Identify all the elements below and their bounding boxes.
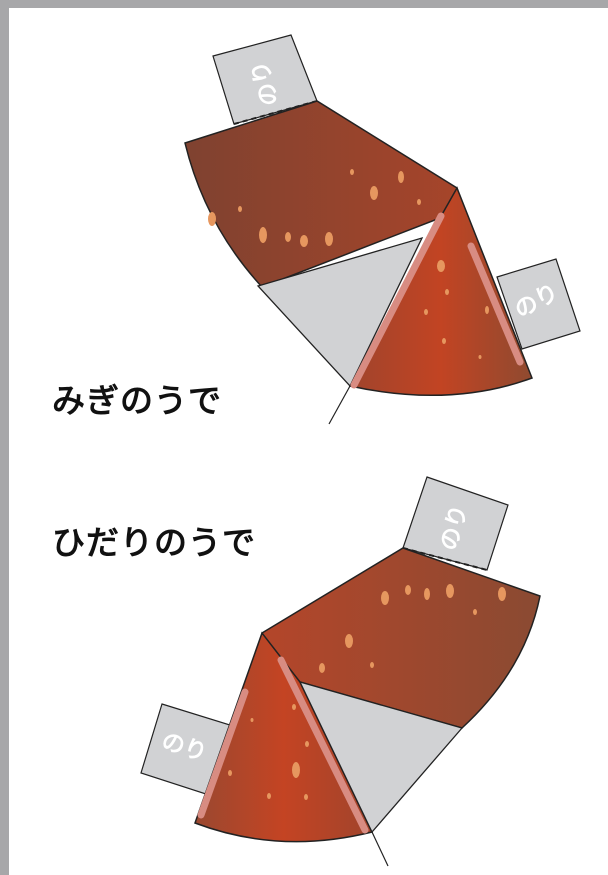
left-arm-cut-out (298, 680, 464, 834)
right-arm-cut-out (256, 236, 424, 388)
left-arm-glue-tab-top: のり (402, 476, 509, 571)
left-arm-piece: のり のり (140, 476, 541, 867)
right-arm-glue-tab-top: のり (212, 34, 318, 125)
right-arm-guide-line (328, 385, 351, 425)
right-arm-forearm (348, 186, 533, 397)
left-arm-title: ひだりのうで (52, 523, 256, 562)
left-arm-spots (228, 584, 506, 800)
right-arm-glue-tab-right: のり (496, 258, 581, 350)
right-arm-piece: のり のり (184, 34, 581, 425)
right-arm-spots (208, 169, 489, 359)
left-arm-glue-tab-left: のり (140, 703, 231, 797)
right-arm-fold-band (350, 212, 445, 389)
right-arm-title: みぎのうで (52, 381, 222, 420)
left-arm-forearm (194, 631, 374, 843)
page-frame-top (0, 0, 608, 8)
right-arm-fold-band (467, 242, 524, 366)
left-arm-fold-band (197, 688, 249, 819)
left-arm-guide-line (371, 831, 389, 867)
left-arm-fold-band (277, 656, 369, 834)
page-frame-left (0, 0, 9, 875)
